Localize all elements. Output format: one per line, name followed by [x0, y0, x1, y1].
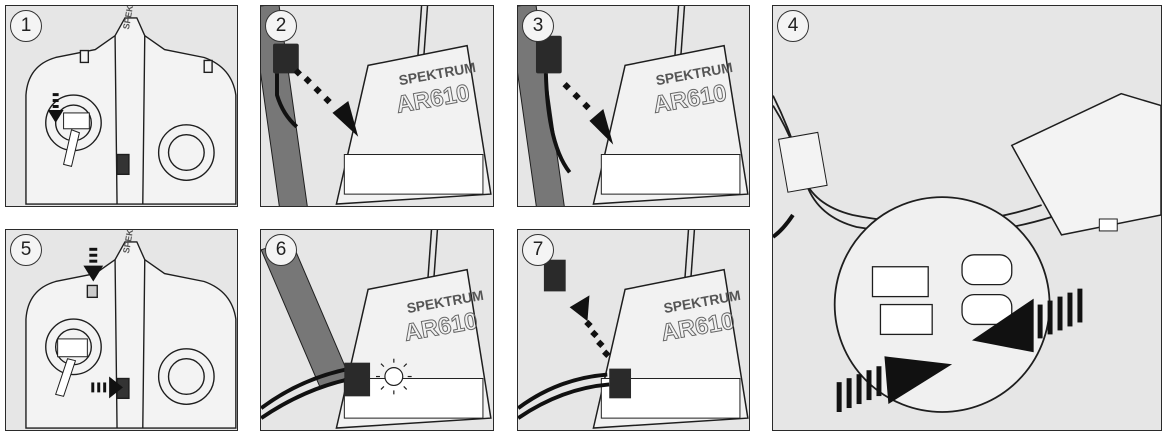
remove-arrow — [570, 295, 611, 358]
step-7-panel: SPEKTRUM AR610 7 — [517, 229, 750, 431]
receiver-illustration: SPEKTRUM AR610 — [518, 6, 749, 206]
step-1-panel: SPEKTRUM 1 — [5, 5, 238, 207]
step-number-badge: 6 — [265, 234, 297, 266]
transmitter-illustration: SPEKTRUM — [6, 6, 237, 206]
step-number-badge: 3 — [522, 10, 554, 42]
step-number-badge: 5 — [10, 234, 42, 266]
receiver-illustration: SPEKTRUM AR610 — [518, 230, 749, 430]
insert-arrow — [562, 82, 613, 145]
step-number-badge: 4 — [777, 10, 809, 42]
step-number-badge: 1 — [10, 10, 42, 42]
step-3-panel: SPEKTRUM AR610 3 — [517, 5, 750, 207]
receiver-illustration: SPEKTRUM AR610 — [261, 230, 493, 430]
battery-connection-illustration — [773, 6, 1161, 430]
step-5-panel: SPEKTRUM 5 — [5, 229, 238, 431]
bind-plug — [544, 260, 566, 292]
step-4-panel: 4 — [772, 5, 1162, 431]
step-6-panel: SPEKTRUM AR610 6 — [260, 229, 494, 431]
step-2-panel: SPEKTRUM AR610 2 — [260, 5, 494, 207]
insert-arrow — [294, 68, 359, 137]
step-number-badge: 7 — [522, 234, 554, 266]
step-number-badge: 2 — [265, 10, 297, 42]
transmitter-illustration: SPEKTRUM — [6, 230, 237, 430]
battery-pack — [1012, 94, 1161, 235]
balance-connector — [1099, 219, 1117, 231]
esc-module — [779, 132, 828, 192]
receiver-illustration: SPEKTRUM AR610 — [261, 6, 493, 206]
